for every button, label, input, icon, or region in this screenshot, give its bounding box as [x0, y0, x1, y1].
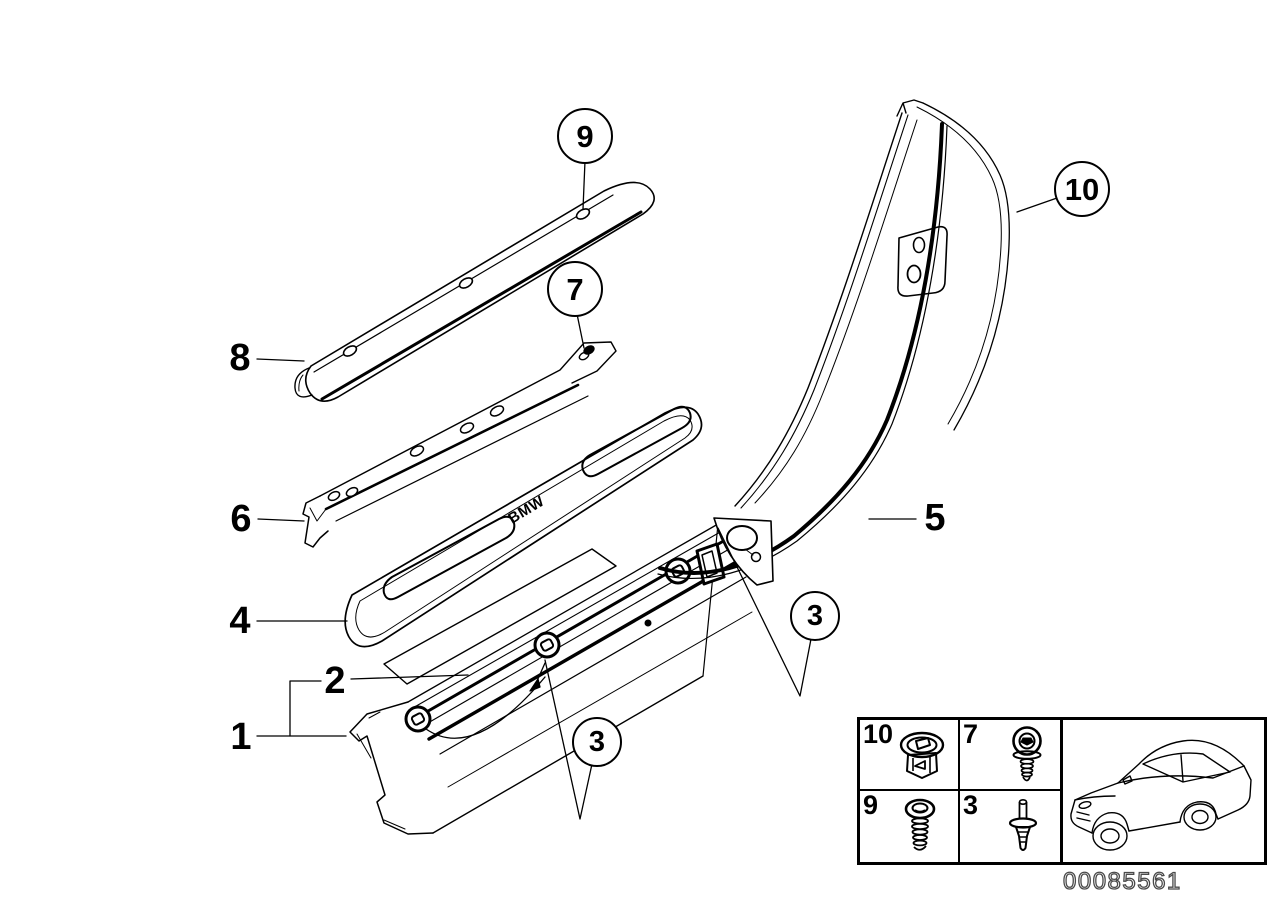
fastener-cell-10[interactable]: 10: [860, 720, 960, 791]
fastener-cell-3[interactable]: 3: [960, 791, 1060, 862]
car-thumbnail: [1070, 739, 1252, 851]
diagram-number: 00085561: [1063, 868, 1182, 895]
part-label-8[interactable]: 8: [229, 337, 251, 379]
diagram-number-wrap: 00085561: [1040, 862, 1280, 902]
fastener-callout-7[interactable]: 7: [547, 261, 603, 317]
expansion-rivet-icon: [1008, 799, 1038, 851]
fastener-number: 10: [863, 719, 894, 749]
part-4-sill-trim[interactable]: BMW: [344, 405, 703, 648]
part-label-5[interactable]: 5: [924, 497, 946, 539]
washer-screw-icon: [1012, 726, 1042, 782]
part-label-1[interactable]: 1: [230, 716, 252, 758]
part-1-sill-carrier[interactable]: [349, 523, 753, 835]
fastener-cell-7[interactable]: 7: [960, 720, 1060, 791]
part-6-carrier-rail[interactable]: [302, 341, 617, 548]
fastener-number: 9: [863, 790, 879, 820]
part-8-door-sill-strip[interactable]: [294, 181, 655, 402]
part-label-4[interactable]: 4: [229, 600, 251, 642]
part-5-wheel-arch-trim[interactable]: [657, 99, 1010, 586]
pan-head-screw-icon: [904, 798, 936, 851]
fastener-callout-9[interactable]: 9: [557, 108, 613, 164]
fastener-cell-9[interactable]: 9: [860, 791, 960, 862]
leader-lines: [256, 160, 1058, 820]
fastener-callout-3-rear[interactable]: 3: [790, 591, 840, 641]
part-label-6[interactable]: 6: [230, 498, 252, 540]
brand-logo-text: BMW: [505, 493, 547, 528]
clip-nut-icon: [899, 731, 945, 779]
fastener-callout-10[interactable]: 10: [1054, 161, 1110, 217]
fastener-legend-table: 10 7: [857, 717, 1063, 865]
fastener-callout-3-front[interactable]: 3: [572, 717, 622, 767]
fastener-number: 3: [963, 790, 979, 820]
car-thumbnail-box: [1063, 717, 1267, 865]
part-label-2[interactable]: 2: [324, 660, 346, 702]
fastener-number: 7: [963, 719, 979, 749]
